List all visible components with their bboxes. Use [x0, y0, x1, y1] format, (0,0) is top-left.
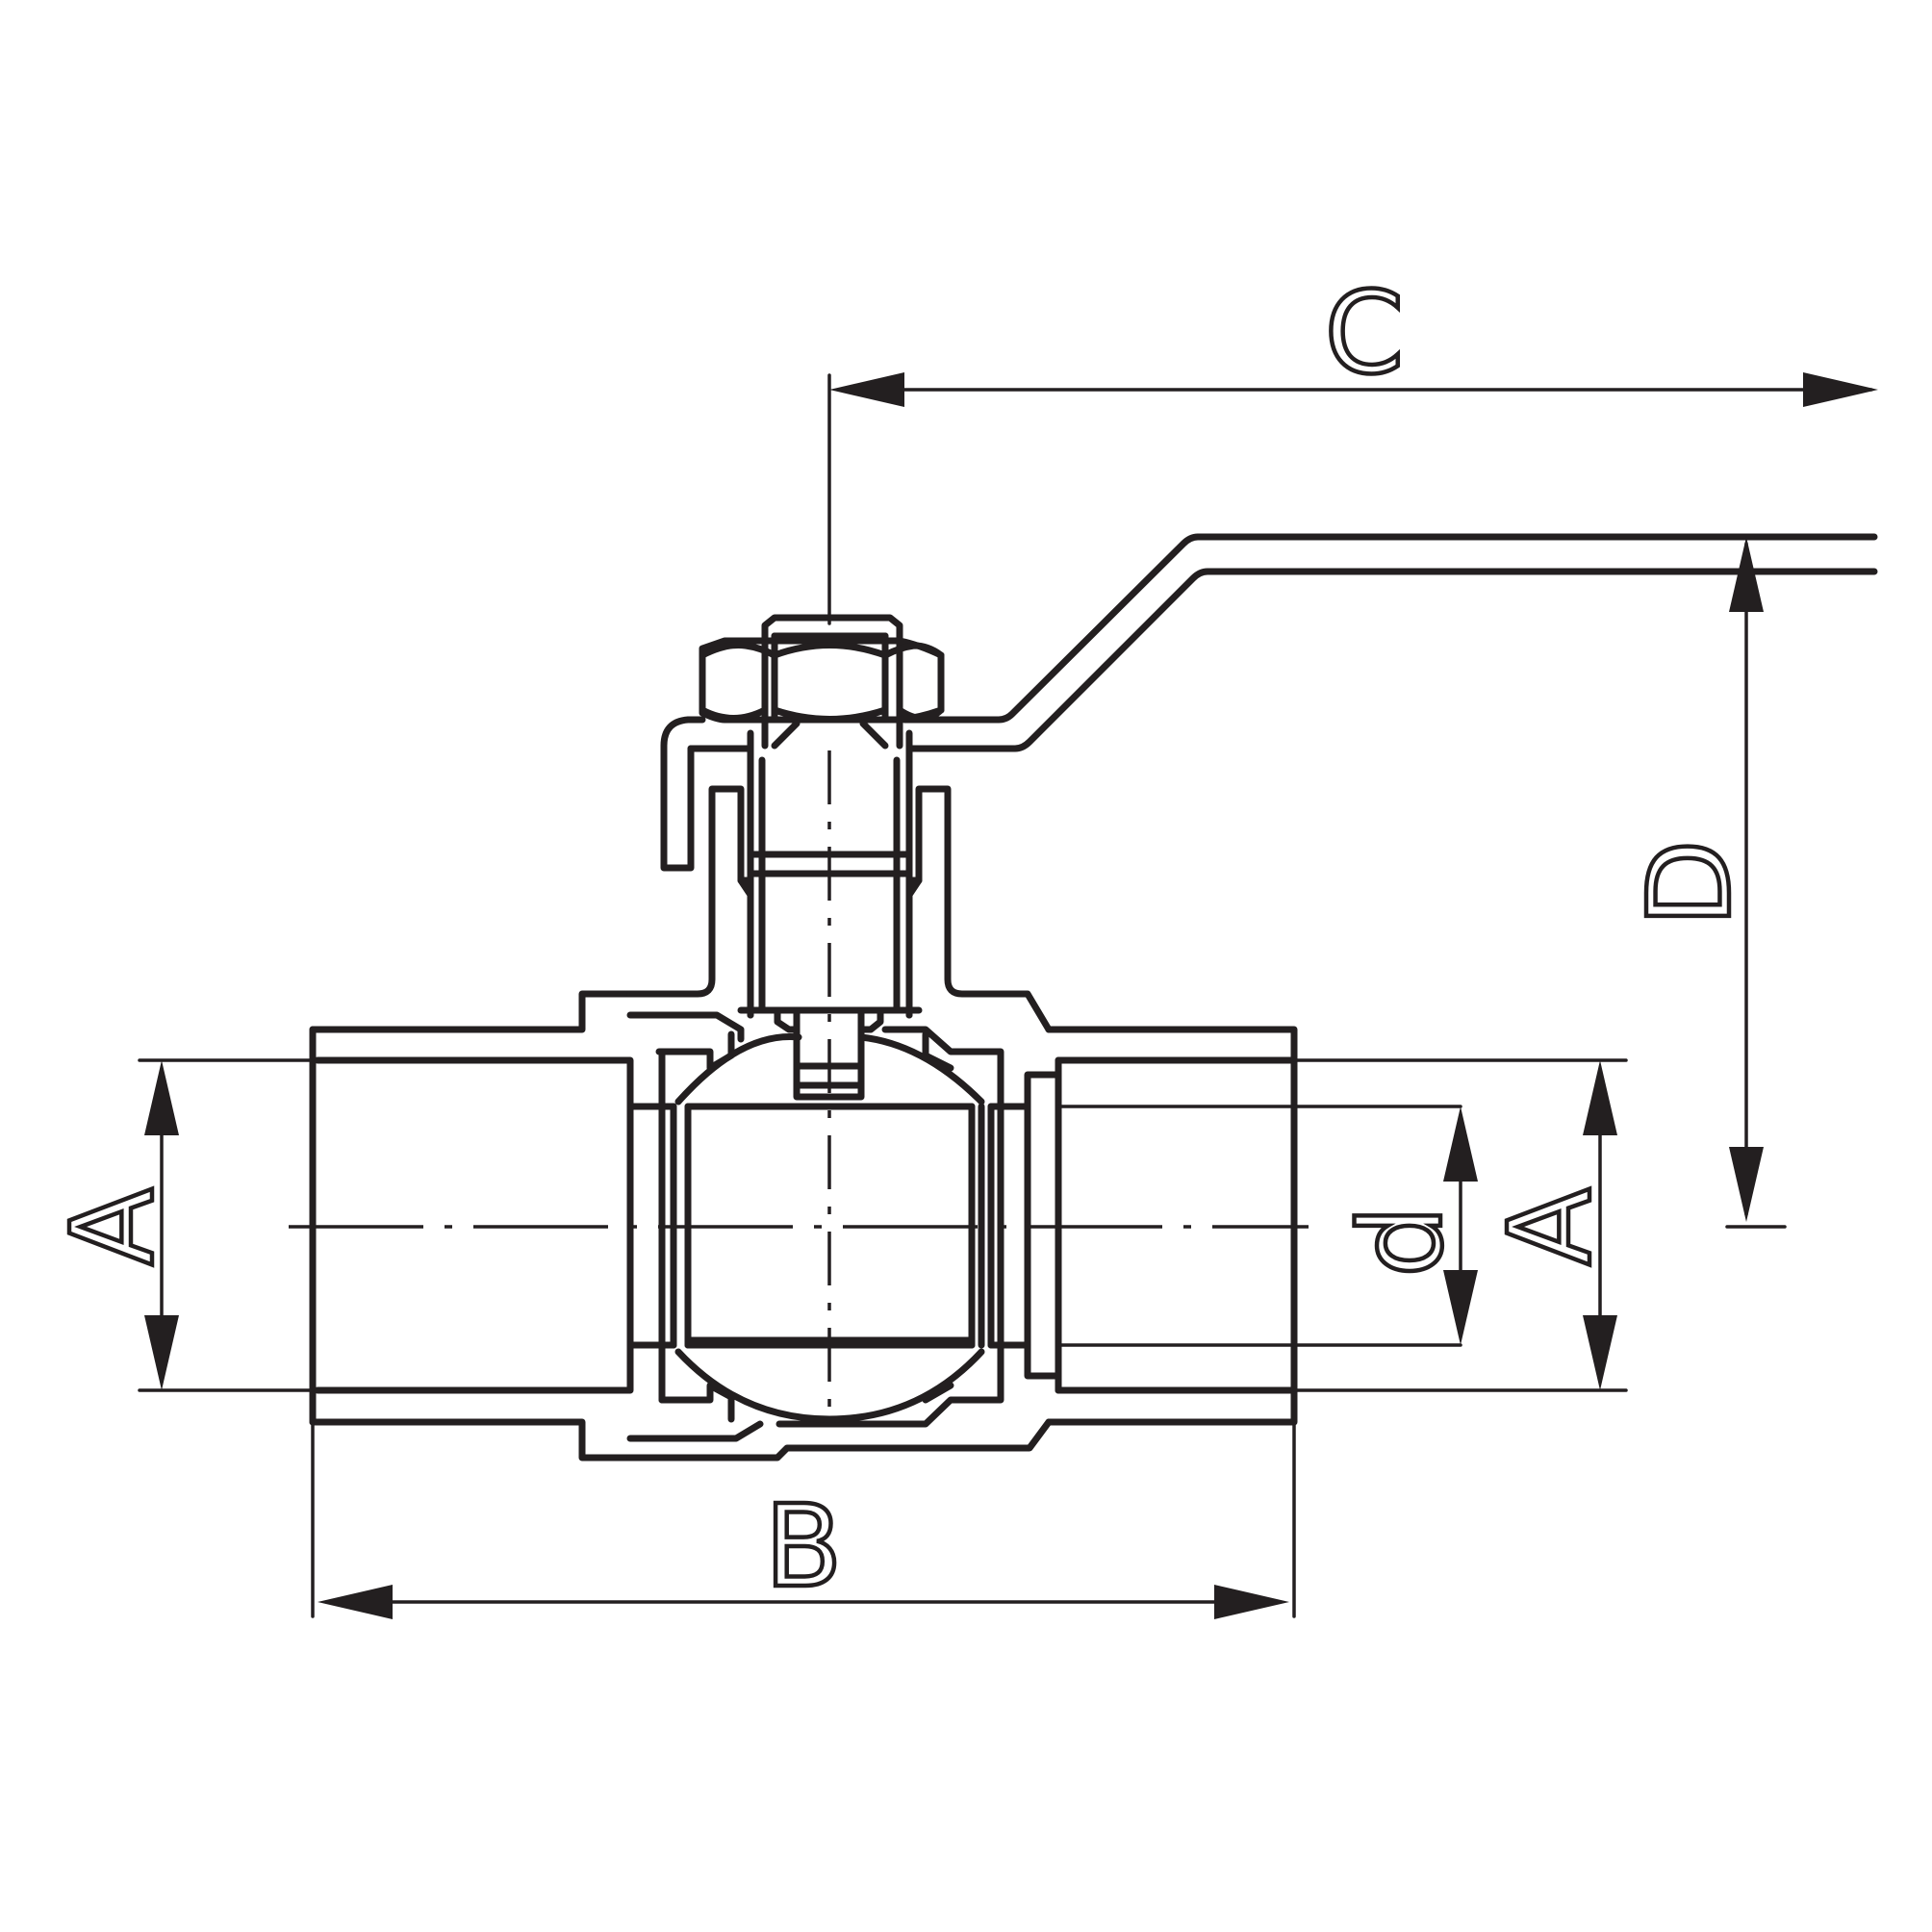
left-pipe-end — [309, 990, 677, 1462]
right-pipe-end — [987, 1026, 1298, 1426]
arrow-up-icon — [1729, 537, 1764, 612]
nut — [699, 614, 945, 750]
dimension-label-A-left: A — [46, 1188, 179, 1266]
arrow-left-icon — [829, 372, 904, 407]
arrow-left-icon — [318, 1585, 393, 1619]
dimension-label-B: B — [765, 1480, 843, 1613]
arrow-down-icon — [1729, 1147, 1764, 1222]
arrow-up-icon — [144, 1060, 179, 1135]
dimension-C: C — [827, 265, 1878, 625]
dimension-label-D: D — [1623, 840, 1756, 928]
dimension-label-d: d — [1335, 1206, 1467, 1278]
arrow-up-icon — [1583, 1060, 1617, 1135]
dimension-label-A-right: A — [1484, 1188, 1616, 1266]
arrow-up-icon — [1443, 1106, 1478, 1182]
arrow-down-icon — [1443, 1270, 1478, 1345]
arrow-down-icon — [1583, 1315, 1617, 1390]
dimension-label-C: C — [1325, 267, 1404, 399]
ball — [674, 1033, 985, 1423]
dimension-A-left: A — [44, 1058, 315, 1392]
valve-body — [626, 785, 1053, 1462]
arrow-down-icon — [144, 1315, 179, 1390]
dimension-B: B — [311, 1420, 1296, 1619]
dimension-D: D — [1621, 535, 1811, 1222]
lever-handle — [660, 533, 1878, 872]
dimension-A-right: A — [1292, 1058, 1628, 1392]
arrow-right-icon — [1803, 372, 1878, 407]
stem — [737, 729, 923, 1101]
arrow-right-icon — [1214, 1585, 1289, 1619]
dimension-d: d — [1056, 1105, 1478, 1347]
